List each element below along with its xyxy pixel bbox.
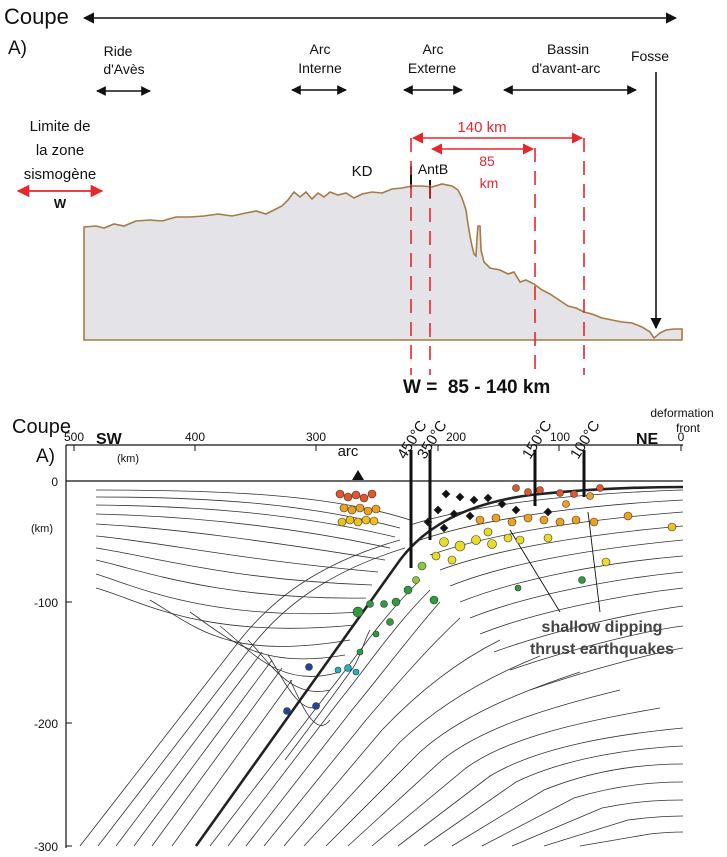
zone-label-line2: d'Avès — [103, 61, 144, 77]
w-range-label: W = 85 - 140 km — [403, 377, 550, 398]
deformation-label-2: front — [676, 421, 701, 435]
thrust-annotation: shallow dipping thrust earthquakes — [509, 511, 674, 658]
arc-label: arc — [338, 443, 359, 460]
x-tick-label: 300 — [306, 430, 326, 444]
top-section: Coupe A) Ride d'Avès Arc Interne Arc Ext… — [4, 4, 683, 398]
width-140-label: 140 km — [457, 119, 506, 136]
fosse-label: Fosse — [631, 48, 669, 64]
zone-arc-externe: Arc Externe — [403, 41, 463, 95]
kd-label: KD — [352, 163, 373, 180]
width-85-label-2: km — [480, 175, 499, 191]
top-section-label: A) — [8, 38, 27, 59]
slab-inner-boundary — [284, 629, 371, 761]
w-label: W — [54, 196, 67, 211]
ne-label: NE — [636, 431, 659, 448]
zone-label-line2: Interne — [298, 60, 342, 76]
bottom-section: Coupe A) 500 400 300 200 100 0 0 — [12, 406, 714, 854]
fosse-marker: Fosse — [631, 48, 669, 330]
seismogenic-zone-bounds — [410, 138, 585, 375]
arc-volcano-icon — [352, 470, 364, 480]
deformation-label-1: deformation — [650, 406, 713, 420]
isotherm-bars — [409, 450, 586, 568]
y-tick-label: -200 — [34, 717, 58, 731]
top-coupe-label: Coupe — [4, 4, 69, 29]
zone-label-line1: Arc — [310, 41, 331, 57]
x-tick-label: 200 — [446, 430, 466, 444]
zone-label-line1: Arc — [423, 41, 444, 57]
x-tick-label: 500 — [64, 430, 84, 444]
wedge-flow-lines — [409, 489, 684, 691]
km-label-side: (km) — [31, 523, 53, 535]
mantle-flow-lines — [95, 489, 411, 726]
seismogenic-limit-legend: Limite de la zone sismogène W — [16, 118, 104, 211]
bottom-coupe-label: Coupe — [12, 416, 71, 438]
x-tick-label: 100 — [550, 430, 570, 444]
y-tick-label: -100 — [34, 596, 58, 610]
subduction-interface — [194, 485, 684, 847]
annotation-line-1: shallow dipping — [542, 619, 663, 636]
zone-arc-interne: Arc Interne — [291, 41, 347, 95]
zone-label-line2: d'avant-arc — [532, 60, 601, 76]
slab-flow-lines — [79, 539, 684, 847]
limite-line-2: la zone — [36, 142, 84, 159]
zone-label-line1: Bassin — [547, 41, 589, 57]
x-axis-ticks: 500 400 300 200 100 0 — [64, 430, 685, 451]
zone-label-line2: Externe — [408, 60, 456, 76]
zone-bassin-avant-arc: Bassin d'avant-arc — [503, 41, 637, 95]
zone-ride-daves: Ride d'Avès — [96, 43, 151, 96]
limite-line-1: Limite de — [30, 118, 91, 135]
zone-label-line1: Ride — [104, 43, 133, 59]
topographic-profile — [83, 183, 683, 341]
annotation-line-2: thrust earthquakes — [530, 641, 674, 658]
y-axis-ticks: 0 -100 -200 -300 — [34, 475, 72, 854]
width-85-label-1: 85 — [479, 153, 495, 169]
y-tick-label: 0 — [51, 475, 58, 489]
x-tick-label: 0 — [678, 430, 685, 444]
x-tick-label: 400 — [185, 430, 205, 444]
y-tick-label: -300 — [34, 840, 58, 854]
antb-label: AntB — [418, 161, 448, 177]
sw-label: SW — [96, 431, 123, 448]
limite-line-3: sismogène — [24, 166, 97, 183]
km-label-top: (km) — [117, 453, 139, 465]
earthquake-points — [283, 484, 677, 715]
bottom-section-label: A) — [36, 446, 55, 467]
